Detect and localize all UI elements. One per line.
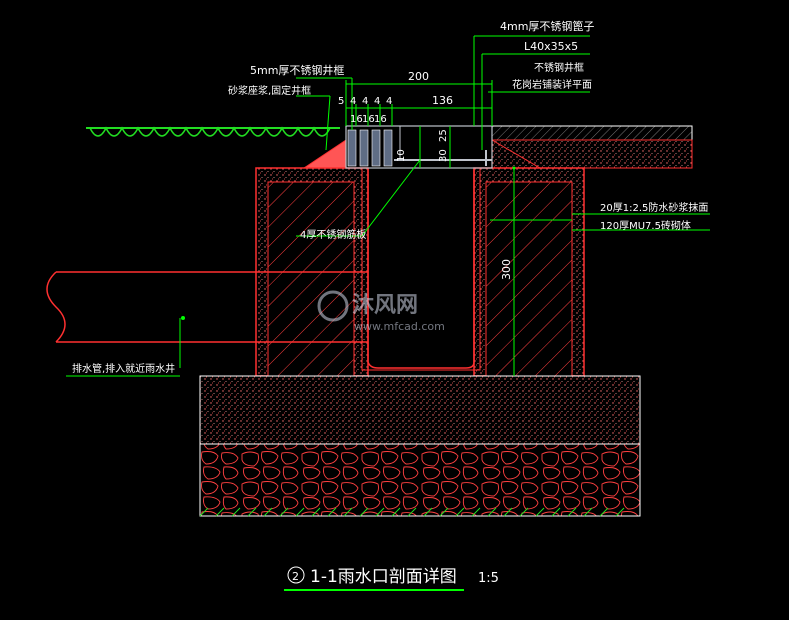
label-paving: 花岗岩铺装详平面: [512, 78, 592, 91]
soil-hatch: [199, 507, 625, 517]
title-text: 1-1雨水口剖面详图: [310, 567, 457, 587]
label-drain-pipe: 排水管,排入就近雨水井: [72, 362, 175, 375]
channel-outline: [367, 168, 475, 369]
label-stiffener: 4厚不锈钢筋板: [300, 228, 366, 241]
dim-5: 5: [338, 96, 344, 107]
watermark-url: www.mfcad.com: [354, 320, 445, 333]
watermark-brand: 沐风网: [352, 293, 418, 318]
label-frame-steel: 不锈钢井框: [534, 61, 584, 74]
dim-4-b: 4: [362, 96, 368, 107]
dim-136: 136: [432, 94, 453, 107]
dim-300: 300: [500, 259, 513, 280]
label-mortar-base: 砂浆座浆,固定井框: [228, 84, 311, 97]
dim-25: 25: [438, 129, 449, 142]
dimension-lines: [66, 35, 710, 377]
label-brick: 120厚MU7.5砖砌体: [600, 219, 691, 232]
dim-4-c: 4: [374, 96, 380, 107]
dim-10: 10: [396, 149, 407, 162]
dim-16-b: 16: [362, 114, 375, 125]
label-angle-steel: L40x35x5: [524, 40, 578, 53]
title-number: 2: [292, 570, 299, 583]
watermark: 沐风网 www.mfcad.com: [317, 290, 445, 333]
dim-4-d: 4: [386, 96, 392, 107]
dim-16-a: 16: [350, 114, 363, 125]
dim-16-c: 16: [374, 114, 387, 125]
grass-line: [86, 126, 340, 137]
rubble-base: [199, 443, 641, 517]
label-plaster: 20厚1:2.5防水砂浆抹面: [600, 201, 708, 214]
mortar-wedge-left: [302, 139, 347, 169]
paving-layer: [491, 125, 693, 141]
concrete-base: [199, 375, 641, 445]
label-well-frame: 5mm厚不锈钢井框: [250, 63, 344, 77]
dim-4-a: 4: [350, 96, 356, 107]
dim-200: 200: [408, 70, 429, 83]
title-scale: 1:5: [478, 571, 499, 586]
drain-pipe: [46, 271, 368, 343]
label-top-plate: 4mm厚不锈钢篦子: [500, 19, 594, 33]
drawing-title: 2 1-1雨水口剖面详图 1:5: [284, 566, 499, 591]
grate-assembly: [345, 125, 493, 169]
dim-30: 30: [438, 149, 449, 162]
